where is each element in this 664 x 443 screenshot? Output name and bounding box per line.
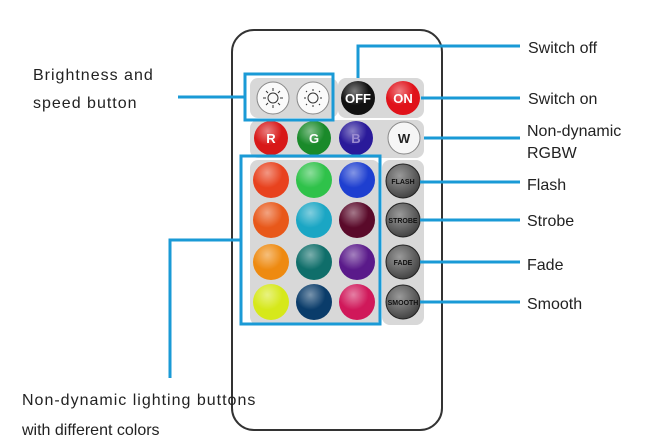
flash-button-label: FLASH	[391, 179, 414, 186]
smooth-button[interactable]: SMOOTH	[385, 284, 421, 320]
on-button-label: ON	[393, 91, 413, 106]
color-button[interactable]	[339, 244, 375, 280]
fade-label: Fade	[527, 257, 564, 274]
color-button[interactable]	[253, 284, 289, 320]
color-button[interactable]	[253, 162, 289, 198]
b-button-label: B	[351, 131, 360, 146]
rgbw-label-line2: RGBW	[527, 145, 578, 162]
r-button-label: R	[266, 131, 276, 146]
on-button[interactable]: ON	[386, 81, 420, 115]
color-button[interactable]	[296, 244, 332, 280]
colors-label-line1: Non-dynamic lighting buttons	[22, 392, 256, 409]
color-button[interactable]	[253, 202, 289, 238]
color-button[interactable]	[339, 284, 375, 320]
color-button[interactable]	[339, 162, 375, 198]
color-button[interactable]	[296, 202, 332, 238]
strobe-button[interactable]: STROBE	[385, 202, 421, 238]
b-button[interactable]: B	[339, 121, 373, 155]
switch-on-label: Switch on	[528, 91, 597, 108]
color-button[interactable]	[253, 244, 289, 280]
colors-label-line2: with different colors	[21, 422, 160, 439]
strobe-label: Strobe	[527, 213, 574, 230]
color-button[interactable]	[296, 162, 332, 198]
brightness-up-button[interactable]	[256, 81, 290, 115]
color-button[interactable]	[339, 202, 375, 238]
brightness-label-line2: speed button	[33, 95, 138, 112]
fade-button-label: FADE	[394, 260, 413, 267]
sun-dim-icon	[304, 89, 322, 107]
sun-icon	[263, 88, 283, 108]
mode-panel	[382, 160, 424, 325]
smooth-label: Smooth	[527, 296, 582, 313]
g-button[interactable]: G	[297, 121, 331, 155]
color-grid	[253, 162, 375, 320]
leader-lines	[168, 44, 520, 378]
flash-label: Flash	[527, 177, 566, 194]
flash-button[interactable]: FLASH	[385, 163, 421, 199]
strobe-button-label: STROBE	[388, 218, 418, 225]
smooth-button-label: SMOOTH	[388, 300, 419, 307]
switch-off-label: Switch off	[528, 40, 598, 57]
off-button-label: OFF	[345, 91, 371, 106]
rgbw-label-line1: Non-dynamic	[527, 123, 621, 140]
rgbw-panel	[250, 120, 424, 158]
fade-button[interactable]: FADE	[385, 244, 421, 280]
brightness-down-button[interactable]	[296, 81, 330, 115]
white-button[interactable]: W	[387, 121, 421, 155]
brightness-label-line1: Brightness and	[33, 67, 154, 84]
white-button-label: W	[398, 131, 411, 146]
color-grid-panel	[250, 160, 380, 325]
g-button-label: G	[309, 131, 319, 146]
r-button[interactable]: R	[254, 121, 288, 155]
color-button[interactable]	[296, 284, 332, 320]
off-button[interactable]: OFF	[341, 81, 375, 115]
